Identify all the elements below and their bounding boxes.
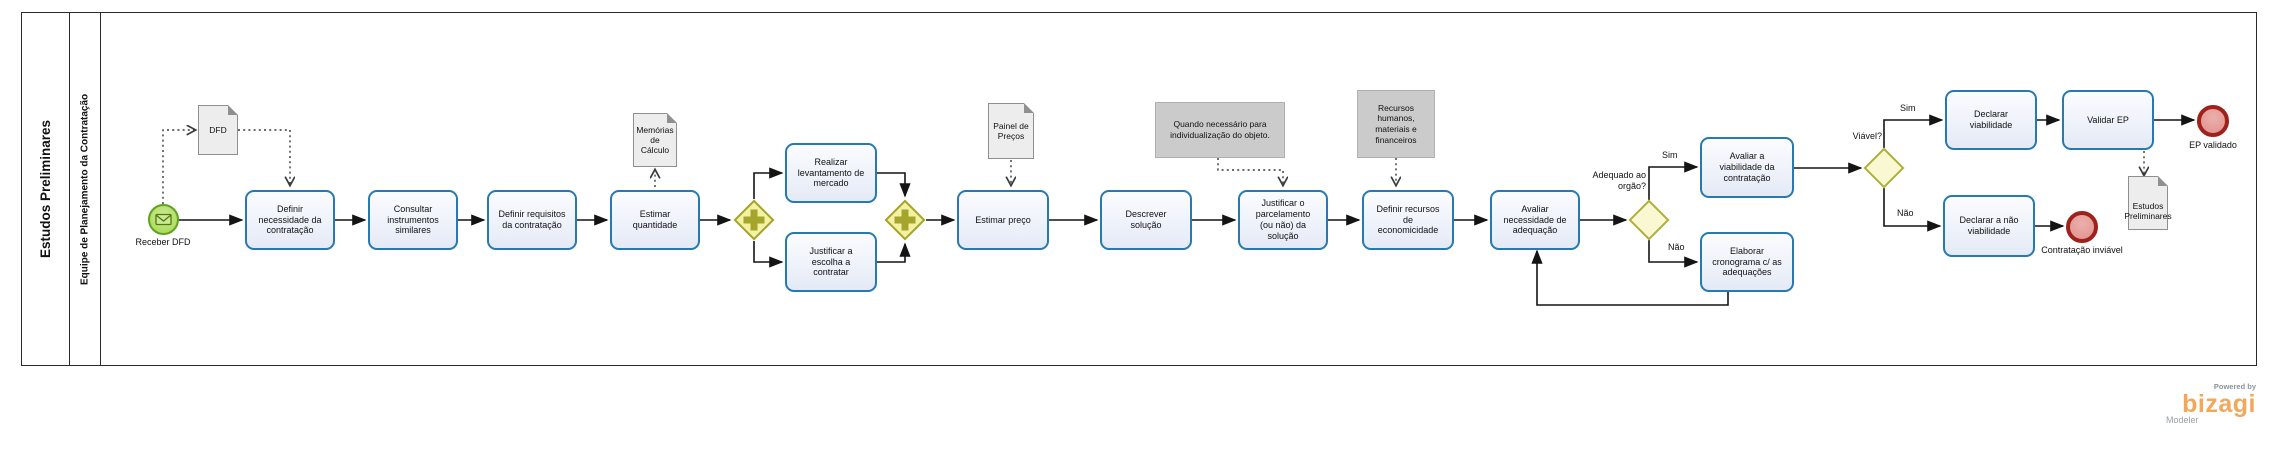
plus-icon — [901, 209, 909, 231]
task-label: Definir necessidade da contratação — [258, 203, 322, 236]
task-label: Declarar viabilidade — [1969, 109, 2013, 130]
data-object-estudos-preliminares[interactable] — [2128, 176, 2168, 230]
gateway-question: Viável? — [1852, 131, 1882, 141]
task-label: Declarar a não viabilidade — [1959, 215, 2019, 236]
annotation-text: Recursos humanos, materiais e financeiro… — [1375, 102, 1417, 145]
data-associations — [162, 129, 2144, 204]
data-object-memorias-de-calculo[interactable]: Memórias de Cálculo — [633, 113, 677, 167]
exclusive-gateway-adequado[interactable] — [1628, 199, 1670, 241]
annotation-individualizacao[interactable]: Quando necessário para individualização … — [1155, 102, 1285, 158]
gateway-diamond — [1628, 199, 1670, 241]
data-object-label: Memórias de Cálculo — [636, 124, 674, 156]
task-avaliar-viabilidade[interactable]: Avaliar a viabilidade da contratação — [1700, 137, 1794, 198]
end-event-label: EP validado — [2189, 140, 2237, 150]
task-definir-requisitos[interactable]: Definir requisitos da contratação — [487, 190, 577, 250]
sequence-flow-loop — [1531, 249, 1729, 306]
task-label: Definir requisitos da contratação — [498, 209, 566, 230]
condition-nao: Não — [1897, 208, 1914, 218]
data-association — [238, 129, 290, 185]
task-elaborar-cronograma[interactable]: Elaborar cronograma c/ as adequações — [1700, 232, 1794, 292]
task-estimar-quantidade[interactable]: Estimar quantidade — [610, 190, 700, 250]
condition-sim: Sim — [1662, 150, 1678, 160]
exclusive-gateway-viavel[interactable] — [1863, 147, 1905, 189]
task-label: Avaliar a viabilidade da contratação — [1719, 151, 1775, 183]
task-label: Definir recursos de economicidade — [1376, 203, 1440, 236]
envelope-icon — [155, 213, 172, 226]
task-avaliar-necessidade-adequacao[interactable]: Avaliar necessidade de adequação — [1490, 190, 1580, 250]
task-label: Avaliar necessidade de adequação — [1503, 203, 1567, 236]
annotation-recursos[interactable]: Recursos humanos, materiais e financeiro… — [1357, 90, 1435, 158]
task-validar-ep[interactable]: Validar EP — [2062, 90, 2154, 150]
task-consultar-instrumentos[interactable]: Consultar instrumentos similares — [368, 190, 458, 250]
task-estimar-preco[interactable]: Estimar preço — [957, 190, 1049, 250]
sequence-flows — [178, 114, 2196, 306]
data-association — [1217, 158, 1283, 185]
sequence-flow — [1648, 161, 1699, 200]
pool: Estudos Preliminares Equipe de Planejame… — [21, 12, 2257, 366]
end-event-contratacao-inviavel[interactable] — [2066, 211, 2098, 243]
task-realizar-levantamento[interactable]: Realizar levantamento de mercado — [785, 143, 877, 203]
sequence-flow — [1883, 188, 1942, 232]
start-event-receber-dfd[interactable] — [148, 204, 179, 235]
task-declarar-nao-viabilidade[interactable]: Declarar a não viabilidade — [1943, 195, 2035, 257]
lane-header[interactable]: Equipe de Planejamento da Contratação — [70, 13, 101, 365]
sequence-flow — [753, 167, 784, 199]
task-label: Elaborar cronograma c/ as adequações — [1712, 245, 1782, 278]
task-descrever-solucao[interactable]: Descrever solução — [1100, 190, 1192, 250]
sequence-flow — [877, 172, 911, 198]
gateway-diamond — [1863, 147, 1905, 189]
task-label: Justificar o parcelamento (ou não) da so… — [1255, 198, 1311, 241]
plus-icon — [750, 209, 758, 231]
gateway-question: Adequado ao orgão? — [1592, 170, 1646, 191]
task-definir-necessidade[interactable]: Definir necessidade da contratação — [245, 190, 335, 250]
data-object-label: DFD — [209, 124, 227, 135]
bizagi-wordmark: bizagi — [2182, 390, 2256, 418]
sequence-flow — [1648, 240, 1699, 268]
condition-sim: Sim — [1900, 103, 1916, 113]
parallel-gateway-join[interactable] — [884, 199, 926, 241]
data-object-label: Estudos Preliminares — [2124, 201, 2172, 222]
condition-nao: Não — [1668, 242, 1685, 252]
annotation-text: Quando necessário para individualização … — [1170, 119, 1270, 140]
sequence-flow — [1883, 114, 1944, 148]
task-label: Justificar a escolha a contratar — [809, 245, 853, 278]
bizagi-logo: Powered by bizagi Modeler — [2166, 382, 2256, 425]
task-label: Validar EP — [2087, 114, 2129, 125]
task-label: Consultar instrumentos similares — [387, 203, 439, 236]
end-event-label: Contratação inviável — [2041, 245, 2123, 255]
sequence-flow — [877, 242, 911, 263]
task-justificar-parcelamento[interactable]: Justificar o parcelamento (ou não) da so… — [1238, 190, 1328, 250]
sequence-flow — [753, 241, 784, 268]
pool-header[interactable]: Estudos Preliminares — [22, 13, 70, 365]
start-event-label: Receber DFD — [135, 237, 191, 247]
data-association — [162, 130, 195, 204]
task-label: Estimar preço — [975, 214, 1031, 225]
task-declarar-viabilidade[interactable]: Declarar viabilidade — [1945, 90, 2037, 150]
data-object-painel-de-precos[interactable]: Painel de Preços — [988, 103, 1034, 159]
data-object-label: Painel de Preços — [993, 120, 1029, 141]
powered-by-text: Powered by — [2213, 382, 2256, 391]
task-justificar-escolha[interactable]: Justificar a escolha a contratar — [785, 232, 877, 292]
end-event-ep-validado[interactable] — [2197, 105, 2229, 137]
data-object-dfd[interactable]: DFD — [198, 105, 238, 155]
modeler-text: Modeler — [2166, 415, 2199, 426]
task-definir-recursos[interactable]: Definir recursos de economicidade — [1362, 190, 1454, 250]
task-label: Realizar levantamento de mercado — [797, 156, 865, 189]
task-label: Estimar quantidade — [632, 209, 678, 230]
task-label: Descrever solução — [1125, 209, 1167, 230]
parallel-gateway-split[interactable] — [733, 199, 775, 241]
